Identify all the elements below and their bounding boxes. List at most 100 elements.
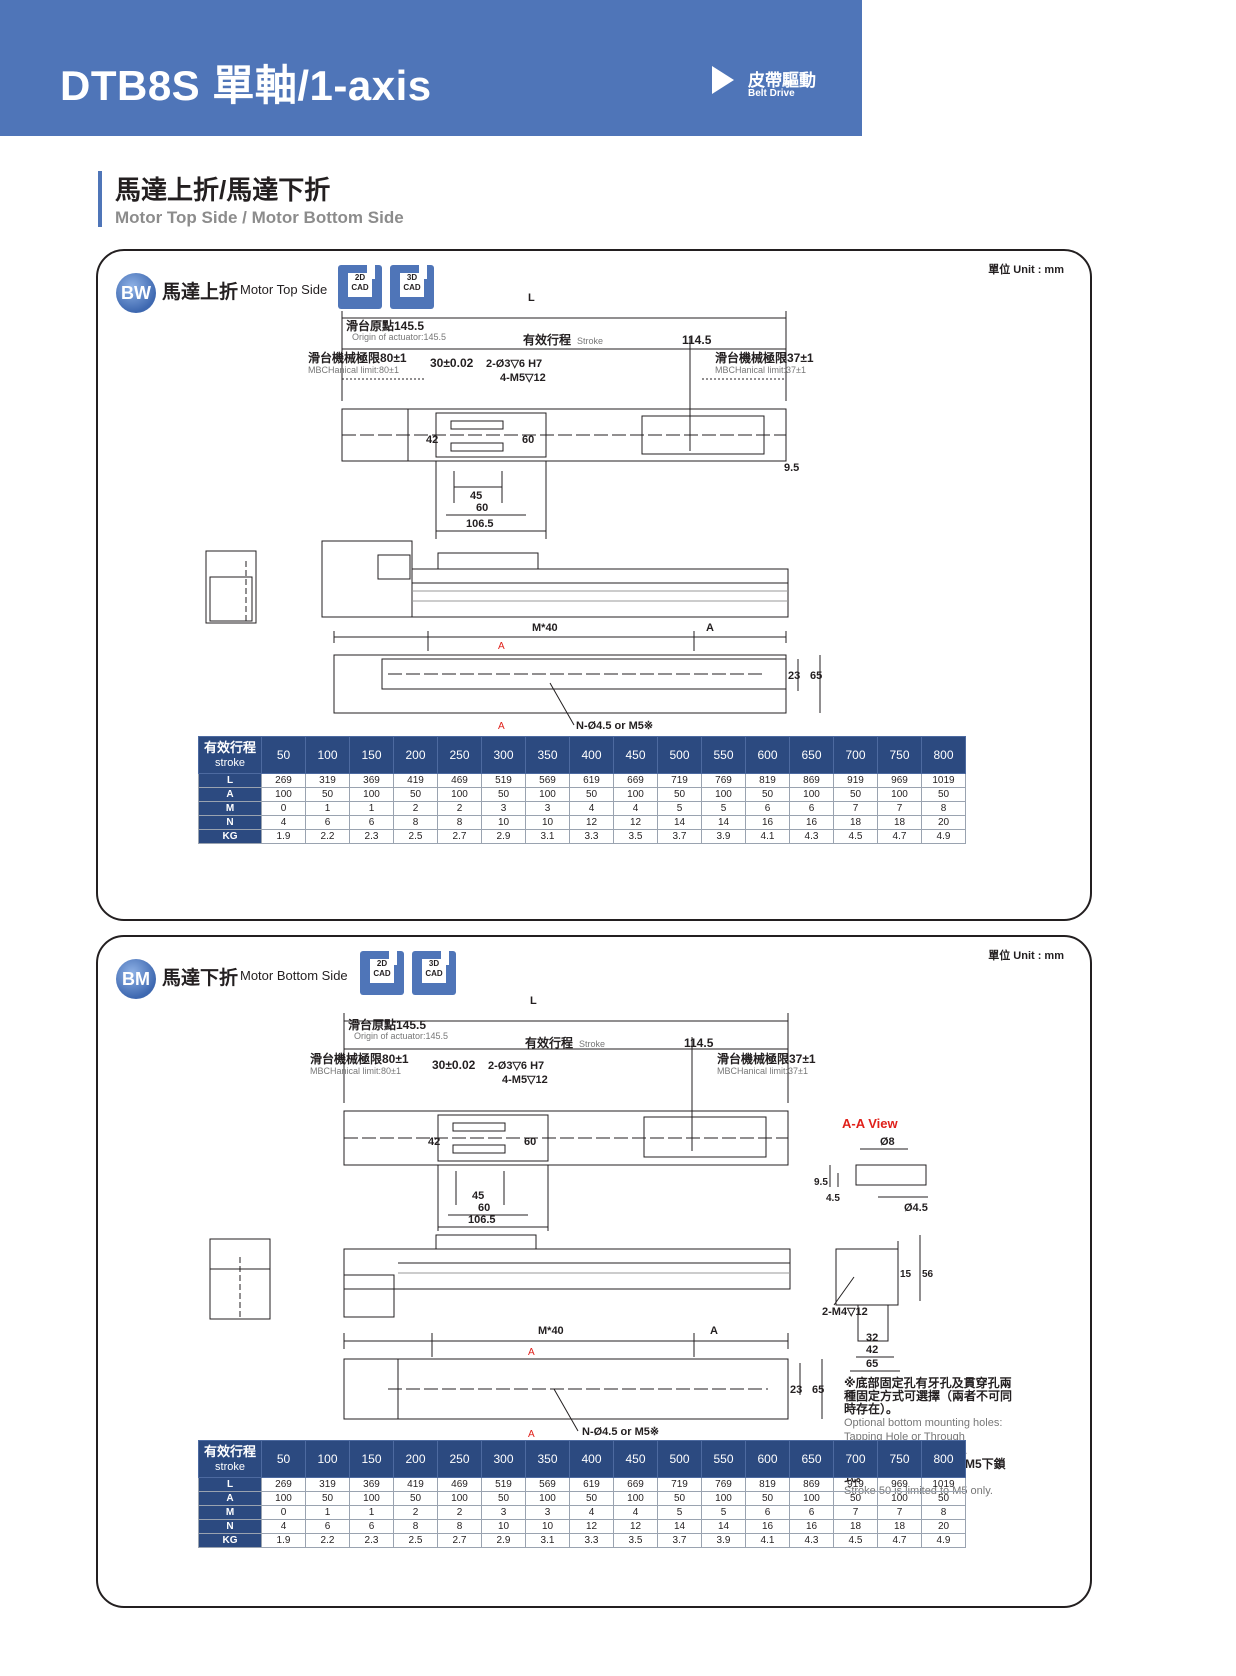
table-cell: 12 bbox=[613, 815, 658, 830]
table-cell: 700 bbox=[833, 1440, 878, 1478]
table-cell: 769 bbox=[701, 1477, 746, 1492]
table-cell: 12 bbox=[569, 815, 614, 830]
table-cell: 3.3 bbox=[569, 1533, 614, 1548]
table-cell: 50 bbox=[921, 1491, 966, 1506]
dim-pin: 2-Ø3▽6 H7 bbox=[486, 358, 542, 370]
dim-60v: 60 bbox=[524, 1136, 536, 1148]
table-cell: 20 bbox=[921, 815, 966, 830]
table-cell: 100 bbox=[437, 1491, 482, 1506]
table-cell: 919 bbox=[833, 1477, 878, 1492]
dim-114: 114.5 bbox=[684, 1036, 714, 1050]
table-cell: 3.1 bbox=[525, 829, 570, 844]
table-cell: 50 bbox=[657, 1491, 702, 1506]
cad-2d-download-icon[interactable]: 2D CAD bbox=[338, 265, 382, 309]
table-cell: 369 bbox=[349, 773, 394, 788]
dim-d45: Ø4.5 bbox=[904, 1202, 928, 1214]
dim-origin-en: Origin of actuator:145.5 bbox=[352, 332, 446, 342]
table-cell: M bbox=[198, 801, 262, 816]
dim-45b: 4.5 bbox=[826, 1193, 840, 1204]
cad-3d-download-icon[interactable]: 3D CAD bbox=[390, 265, 434, 309]
table-cell: 50 bbox=[833, 1491, 878, 1506]
dim-m40: M*40 bbox=[532, 622, 558, 634]
table-cell: 4 bbox=[613, 1505, 658, 1520]
table-cell: 8 bbox=[921, 1505, 966, 1520]
table-cell: 8 bbox=[393, 815, 438, 830]
section-mark-a-top: A bbox=[528, 1347, 535, 1358]
table-cell: 4.7 bbox=[877, 829, 922, 844]
table-cell: 1 bbox=[349, 1505, 394, 1520]
table-cell: 50 bbox=[393, 1491, 438, 1506]
table-cell: 12 bbox=[569, 1519, 614, 1534]
table-cell: 100 bbox=[525, 1491, 570, 1506]
table-cell: 269 bbox=[261, 1477, 306, 1492]
dim-60: 60 bbox=[476, 502, 488, 514]
table-cell: 100 bbox=[701, 787, 746, 802]
table-cell: 6 bbox=[789, 1505, 834, 1520]
table-cell: A bbox=[198, 1491, 262, 1506]
table-cell: 469 bbox=[437, 773, 482, 788]
table-cell: 100 bbox=[305, 736, 350, 774]
table-cell: 10 bbox=[481, 815, 526, 830]
table-cell: 4 bbox=[613, 801, 658, 816]
table-cell: 300 bbox=[481, 1440, 526, 1478]
table-cell: 650 bbox=[789, 1440, 834, 1478]
dim-origin-zh: 滑台原點145.5 bbox=[346, 318, 424, 333]
table-cell: 100 bbox=[305, 1440, 350, 1478]
dim-L: L bbox=[528, 292, 535, 304]
table-cell: 50 bbox=[569, 1491, 614, 1506]
dim-m40: M*40 bbox=[538, 1325, 564, 1337]
dim-32: 32 bbox=[866, 1332, 878, 1344]
drive-type-en: Belt Drive bbox=[748, 88, 795, 99]
table-cell: 619 bbox=[569, 773, 614, 788]
table-cell: 719 bbox=[657, 1477, 702, 1492]
table-cell: 100 bbox=[525, 787, 570, 802]
table-cell: 819 bbox=[745, 1477, 790, 1492]
table-cell: 10 bbox=[525, 1519, 570, 1534]
table-cell: 50 bbox=[481, 787, 526, 802]
dim-A: A bbox=[706, 622, 714, 634]
table-cell: 150 bbox=[349, 1440, 394, 1478]
panel-title-zh: 馬達下折 bbox=[162, 968, 239, 989]
table-cell: 3.5 bbox=[613, 829, 658, 844]
table-cell: 18 bbox=[833, 1519, 878, 1534]
cad-2d-download-icon[interactable]: 2D CAD bbox=[360, 951, 404, 995]
table-cell: 469 bbox=[437, 1477, 482, 1492]
table-cell: 6 bbox=[349, 815, 394, 830]
table-cell: 18 bbox=[833, 815, 878, 830]
table-cell: 4.3 bbox=[789, 1533, 834, 1548]
table-cell: 8 bbox=[437, 1519, 482, 1534]
drive-type-zh: 皮帶驅動 bbox=[748, 71, 816, 90]
table-cell: 519 bbox=[481, 773, 526, 788]
cad-3d-download-icon[interactable]: 3D CAD bbox=[412, 951, 456, 995]
table-cell: 450 bbox=[613, 1440, 658, 1478]
table-cell: 2.9 bbox=[481, 1533, 526, 1548]
table-cell: 2.7 bbox=[437, 829, 482, 844]
table-cell: 6 bbox=[305, 815, 350, 830]
table-cell: 4 bbox=[569, 1505, 614, 1520]
table-cell: 7 bbox=[877, 801, 922, 816]
table-cell: 869 bbox=[789, 1477, 834, 1492]
table-cell: 4.9 bbox=[921, 1533, 966, 1548]
table-cell: 619 bbox=[569, 1477, 614, 1492]
table-cell: 100 bbox=[349, 787, 394, 802]
drawing-motor-top: L 滑台原點145.5 有效行程 114.5 滑台機械極限80±1 30±0.0… bbox=[205, 292, 822, 732]
dim-mech37-zh: 滑台機械極限37±1 bbox=[715, 350, 814, 365]
table-cell: 1 bbox=[305, 801, 350, 816]
dim-65: 65 bbox=[810, 670, 822, 682]
table-cell: 400 bbox=[569, 1440, 614, 1478]
play-arrow-icon bbox=[712, 66, 734, 94]
table-cell: 2.3 bbox=[349, 1533, 394, 1548]
table-cell: 100 bbox=[261, 787, 306, 802]
cad-3d-label: 3D CAD bbox=[422, 959, 446, 983]
table-cell: 3 bbox=[481, 801, 526, 816]
table-cell: 300 bbox=[481, 736, 526, 774]
dim-42b: 42 bbox=[866, 1344, 878, 1356]
table-cell: 2.5 bbox=[393, 829, 438, 844]
table-cell: 1 bbox=[349, 801, 394, 816]
table-cell: 50 bbox=[657, 787, 702, 802]
table-cell: 3.9 bbox=[701, 1533, 746, 1548]
table-cell: 2 bbox=[393, 801, 438, 816]
dim-42: 42 bbox=[428, 1136, 440, 1148]
table-cell: 4.5 bbox=[833, 829, 878, 844]
